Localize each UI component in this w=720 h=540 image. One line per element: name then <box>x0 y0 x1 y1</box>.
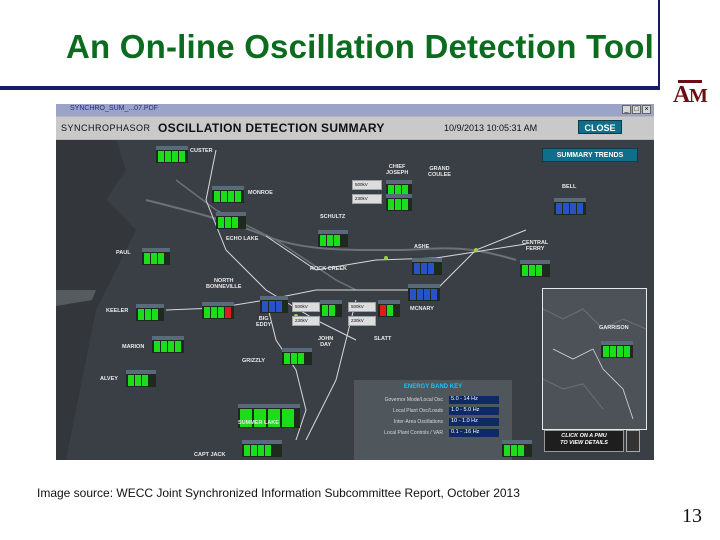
pmu-big-eddy-500[interactable] <box>320 300 342 317</box>
summary-trends-button[interactable]: SUMMARY TRENDS <box>542 148 638 162</box>
pmu-garrison[interactable] <box>601 341 633 358</box>
pmu-ashe[interactable] <box>412 258 442 275</box>
station-label-keeler: KEELER <box>106 308 129 314</box>
title-frame <box>0 0 660 90</box>
station-label-echo-lake: ECHO LAKE <box>226 236 259 242</box>
energy-key-row: Governor Mode/Local Osc 5.0 - 14 Hz <box>359 396 507 405</box>
station-label-summer-lake: SUMMER LAKE <box>238 420 279 426</box>
station-label-garrison: GARRISON <box>599 325 629 331</box>
station-label-central-ferry: CENTRAL FERRY <box>522 240 549 252</box>
pmu-chief-joseph-500[interactable] <box>386 180 412 197</box>
station-label-paul: PAUL <box>116 250 131 256</box>
maximize-button[interactable]: □ <box>632 105 641 114</box>
pmu-map: SUMMARY TRENDS CUSTER CHIEF JOSEPH GRAND… <box>56 140 654 460</box>
svg-text:A: A <box>673 82 691 108</box>
pmu-bell[interactable] <box>554 198 586 215</box>
pmu-big-eddy[interactable] <box>260 296 288 313</box>
voltage-tag-be-230: 230kV <box>292 316 320 326</box>
energy-key-label: Local Plant Controls / VAR <box>384 430 443 436</box>
station-label-big-eddy: BIG EDDY <box>256 316 272 328</box>
pmu-alvey[interactable] <box>126 370 156 387</box>
click-note-text: CLICK ON A PMU TO VIEW DETAILS <box>560 433 608 446</box>
university-logo: A M <box>672 76 708 108</box>
svg-text:M: M <box>689 85 708 107</box>
energy-key-value: 1.0 - 5.0 Hz <box>449 407 499 415</box>
station-label-capt-jack: CAPT JACK <box>194 452 226 458</box>
pmu-marion[interactable] <box>152 336 184 353</box>
minimize-button[interactable]: _ <box>622 105 631 114</box>
station-label-ashe: ASHE <box>414 244 430 250</box>
energy-band-key: ENERGY BAND KEY Governor Mode/Local Osc … <box>354 380 512 460</box>
inset-map-lines <box>543 308 646 420</box>
energy-key-value: 5.0 - 14 Hz <box>449 396 499 404</box>
voltage-tag-cj-230: 230kV <box>352 194 382 204</box>
app-brand: SYNCHROPHASOR <box>61 123 151 133</box>
app-datetime: 10/9/2013 10:05:31 AM <box>444 123 538 133</box>
station-label-chief-joseph: CHIEF JOSEPH <box>386 164 409 176</box>
voltage-tag-jd-500: 500kV <box>348 302 376 312</box>
energy-key-label: Inter-Area Oscillations <box>393 419 443 425</box>
energy-key-label: Governor Mode/Local Osc <box>384 397 443 403</box>
energy-key-value: 10 - 1.0 Hz <box>449 418 499 426</box>
energy-key-value: 0.1 - .16 Hz <box>449 429 499 437</box>
corner-control[interactable] <box>626 430 640 452</box>
pmu-mcnary[interactable] <box>408 284 440 301</box>
station-label-grizzly: GRIZZLY <box>242 358 266 364</box>
station-label-slatt: SLATT <box>374 336 392 342</box>
pmu-summer-lake[interactable] <box>238 404 300 428</box>
app-window: SYNCHRO_SUM_...07.PDF _ □ × SYNCHROPHASO… <box>56 104 654 460</box>
energy-key-row: Local Plant Osc/Loads 1.0 - 5.0 Hz <box>359 407 507 416</box>
station-label-john-day: JOHN DAY <box>318 336 334 348</box>
station-label-north-bonneville: NORTH BONNEVILLE <box>206 278 242 290</box>
voltage-tag-be-500: 500kV <box>292 302 320 312</box>
voltage-tag-jd-230: 230kV <box>348 316 376 326</box>
energy-key-row: Local Plant Controls / VAR 0.1 - .16 Hz <box>359 429 507 438</box>
pmu-chief-joseph-230[interactable] <box>386 194 412 211</box>
station-label-custer: CUSTER <box>190 148 213 154</box>
station-label-schultz: SCHULTZ <box>320 214 346 220</box>
pmu-key-corner[interactable] <box>502 440 532 457</box>
pmu-central-ferry[interactable] <box>520 260 550 277</box>
station-label-alvey: ALVEY <box>100 376 118 382</box>
pmu-north-bonneville[interactable] <box>202 302 234 319</box>
station-label-monroe: MONROE <box>248 190 273 196</box>
click-pmu-note: CLICK ON A PMU TO VIEW DETAILS <box>544 430 624 452</box>
close-button[interactable]: CLOSE <box>578 120 622 134</box>
slide-title: An On-line Oscillation Detection Tool <box>66 28 654 65</box>
station-label-rock-creek: ROCK CREEK <box>310 266 347 272</box>
station-label-bell: BELL <box>562 184 577 190</box>
pmu-monroe[interactable] <box>212 186 244 203</box>
energy-key-title: ENERGY BAND KEY <box>403 384 463 390</box>
pmu-schultz[interactable] <box>318 230 348 247</box>
app-header: SYNCHROPHASOR OSCILLATION DETECTION SUMM… <box>56 117 654 139</box>
voltage-tag-cj-500: 500kV <box>352 180 382 190</box>
station-label-marion: MARION <box>122 344 145 350</box>
pmu-john-day-500[interactable] <box>378 300 400 317</box>
window-titlebar: SYNCHRO_SUM_...07.PDF _ □ × <box>56 104 654 116</box>
pmu-capt-jack-1[interactable] <box>242 440 282 457</box>
app-heading: OSCILLATION DETECTION SUMMARY <box>158 121 385 135</box>
pmu-custer[interactable] <box>156 146 188 163</box>
pmu-keeler[interactable] <box>136 304 164 321</box>
image-source-caption: Image source: WECC Joint Synchronized In… <box>37 486 520 500</box>
pmu-paul[interactable] <box>142 248 170 265</box>
page-number: 13 <box>682 505 702 527</box>
energy-key-label: Local Plant Osc/Loads <box>392 408 443 414</box>
window-close-button[interactable]: × <box>642 105 651 114</box>
energy-key-row: Inter-Area Oscillations 10 - 1.0 Hz <box>359 418 507 427</box>
pmu-echo-lake[interactable] <box>216 212 246 229</box>
inset-map: GARRISON <box>542 288 647 430</box>
station-label-mcnary: MCNARY <box>410 306 434 312</box>
pmu-grizzly[interactable] <box>282 348 312 365</box>
station-label-grand-coulee: GRAND COULEE <box>428 166 451 178</box>
window-title: SYNCHRO_SUM_...07.PDF <box>70 105 158 112</box>
